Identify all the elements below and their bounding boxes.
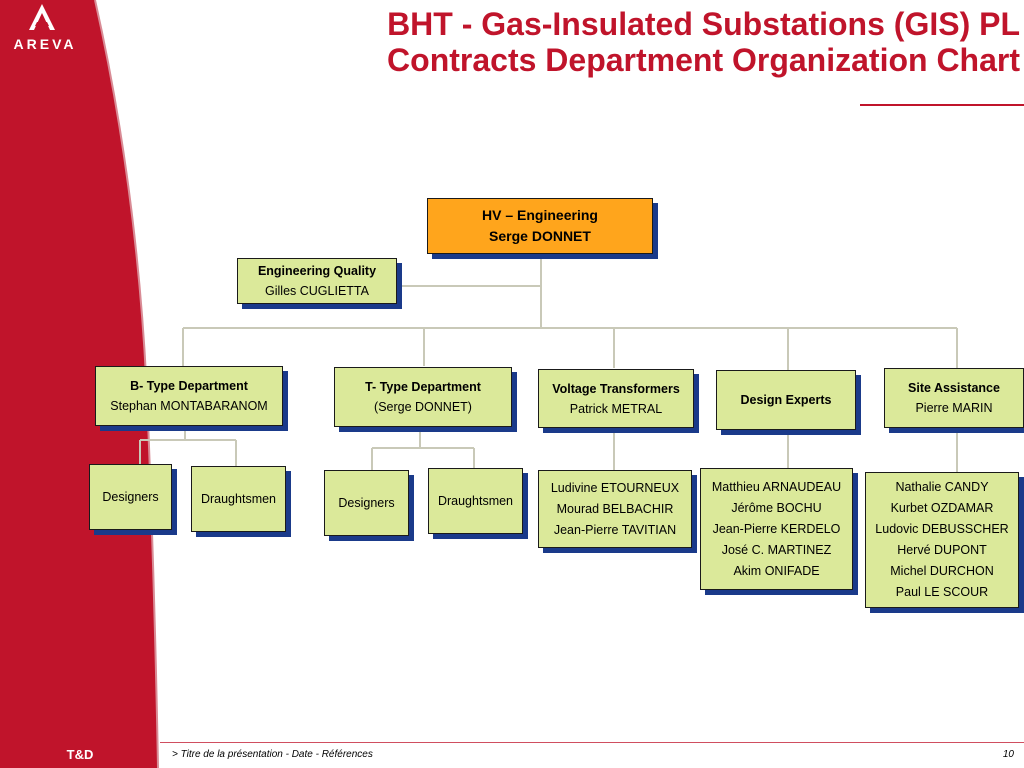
page-title: BHT - Gas-Insulated Substations (GIS) PL… <box>280 6 1020 78</box>
member-name: Paul LE SCOUR <box>895 585 989 599</box>
member-name: Akim ONIFADE <box>733 563 820 578</box>
node-title: Site Assistance <box>908 381 1000 395</box>
areva-logo-icon <box>29 4 55 30</box>
org-node-design-members: Matthieu ARNAUDEAU Jérôme BOCHU Jean-Pie… <box>700 468 853 590</box>
node-person: Patrick METRAL <box>569 401 663 416</box>
org-node-b-draughtsmen: Draughtsmen <box>191 466 286 532</box>
footer-presentation-info: > Titre de la présentation - Date - Réfé… <box>172 749 373 760</box>
org-node-t-draughtsmen: Draughtsmen <box>428 468 523 534</box>
org-node-design-experts: Design Experts <box>716 370 856 430</box>
member-name: Jean-Pierre KERDELO <box>712 521 841 536</box>
node-person: (Serge DONNET) <box>374 400 472 414</box>
org-node-engineering-quality: Engineering Quality Gilles CUGLIETTA <box>237 258 397 304</box>
logo-wordmark: AREVA <box>13 36 77 52</box>
member-name: Jean-Pierre TAVITIAN <box>553 522 677 537</box>
org-node-t-designers: Designers <box>324 470 409 536</box>
node-title: Designers <box>102 489 159 504</box>
node-person: Stephan MONTABARANOM <box>110 399 268 413</box>
member-name: Nathalie CANDY <box>895 480 989 494</box>
member-name: Kurbet OZDAMAR <box>890 501 994 515</box>
member-name: Ludivine ETOURNEUX <box>550 480 680 495</box>
org-node-hv-engineering: HV – Engineering Serge DONNET <box>427 198 653 254</box>
org-node-b-designers: Designers <box>89 464 172 530</box>
title-line-2: Contracts Department Organization Chart <box>387 42 1020 78</box>
node-title: T- Type Department <box>365 380 481 394</box>
member-name: Jérôme BOCHU <box>731 500 822 515</box>
page-number: 10 <box>1002 749 1014 760</box>
node-title: Design Experts <box>740 393 832 407</box>
node-title: B- Type Department <box>130 379 248 393</box>
org-node-t-type-department: T- Type Department (Serge DONNET) <box>334 367 512 427</box>
node-title: Designers <box>338 495 395 510</box>
node-person: Gilles CUGLIETTA <box>265 284 369 298</box>
footer-brand-label: T&D <box>66 747 94 762</box>
node-person: Pierre MARIN <box>915 401 993 415</box>
org-node-b-type-department: B- Type Department Stephan MONTABARANOM <box>95 366 283 426</box>
org-node-site-assistance: Site Assistance Pierre MARIN <box>884 368 1024 428</box>
title-line-1: BHT - Gas-Insulated Substations (GIS) PL <box>387 6 1020 42</box>
node-title: HV – Engineering <box>482 207 598 223</box>
node-title: Engineering Quality <box>257 264 377 278</box>
member-name: Michel DURCHON <box>890 564 994 578</box>
title-underline <box>860 104 1024 106</box>
member-name: Matthieu ARNAUDEAU <box>711 479 842 494</box>
node-person: Serge DONNET <box>489 228 591 244</box>
node-title: Voltage Transformers <box>552 381 680 396</box>
org-node-voltage-transformers: Voltage Transformers Patrick METRAL <box>538 369 694 428</box>
footer-bar <box>160 742 1024 743</box>
member-name: Mourad BELBACHIR <box>556 501 674 516</box>
member-name: Hervé DUPONT <box>897 543 987 557</box>
node-title: Draughtsmen <box>437 493 514 508</box>
org-node-site-members: Nathalie CANDY Kurbet OZDAMAR Ludovic DE… <box>865 472 1019 608</box>
org-node-voltage-members: Ludivine ETOURNEUX Mourad BELBACHIR Jean… <box>538 470 692 548</box>
node-title: Draughtsmen <box>200 491 277 506</box>
member-name: José C. MARTINEZ <box>721 542 832 557</box>
member-name: Ludovic DEBUSSCHER <box>875 522 1009 536</box>
